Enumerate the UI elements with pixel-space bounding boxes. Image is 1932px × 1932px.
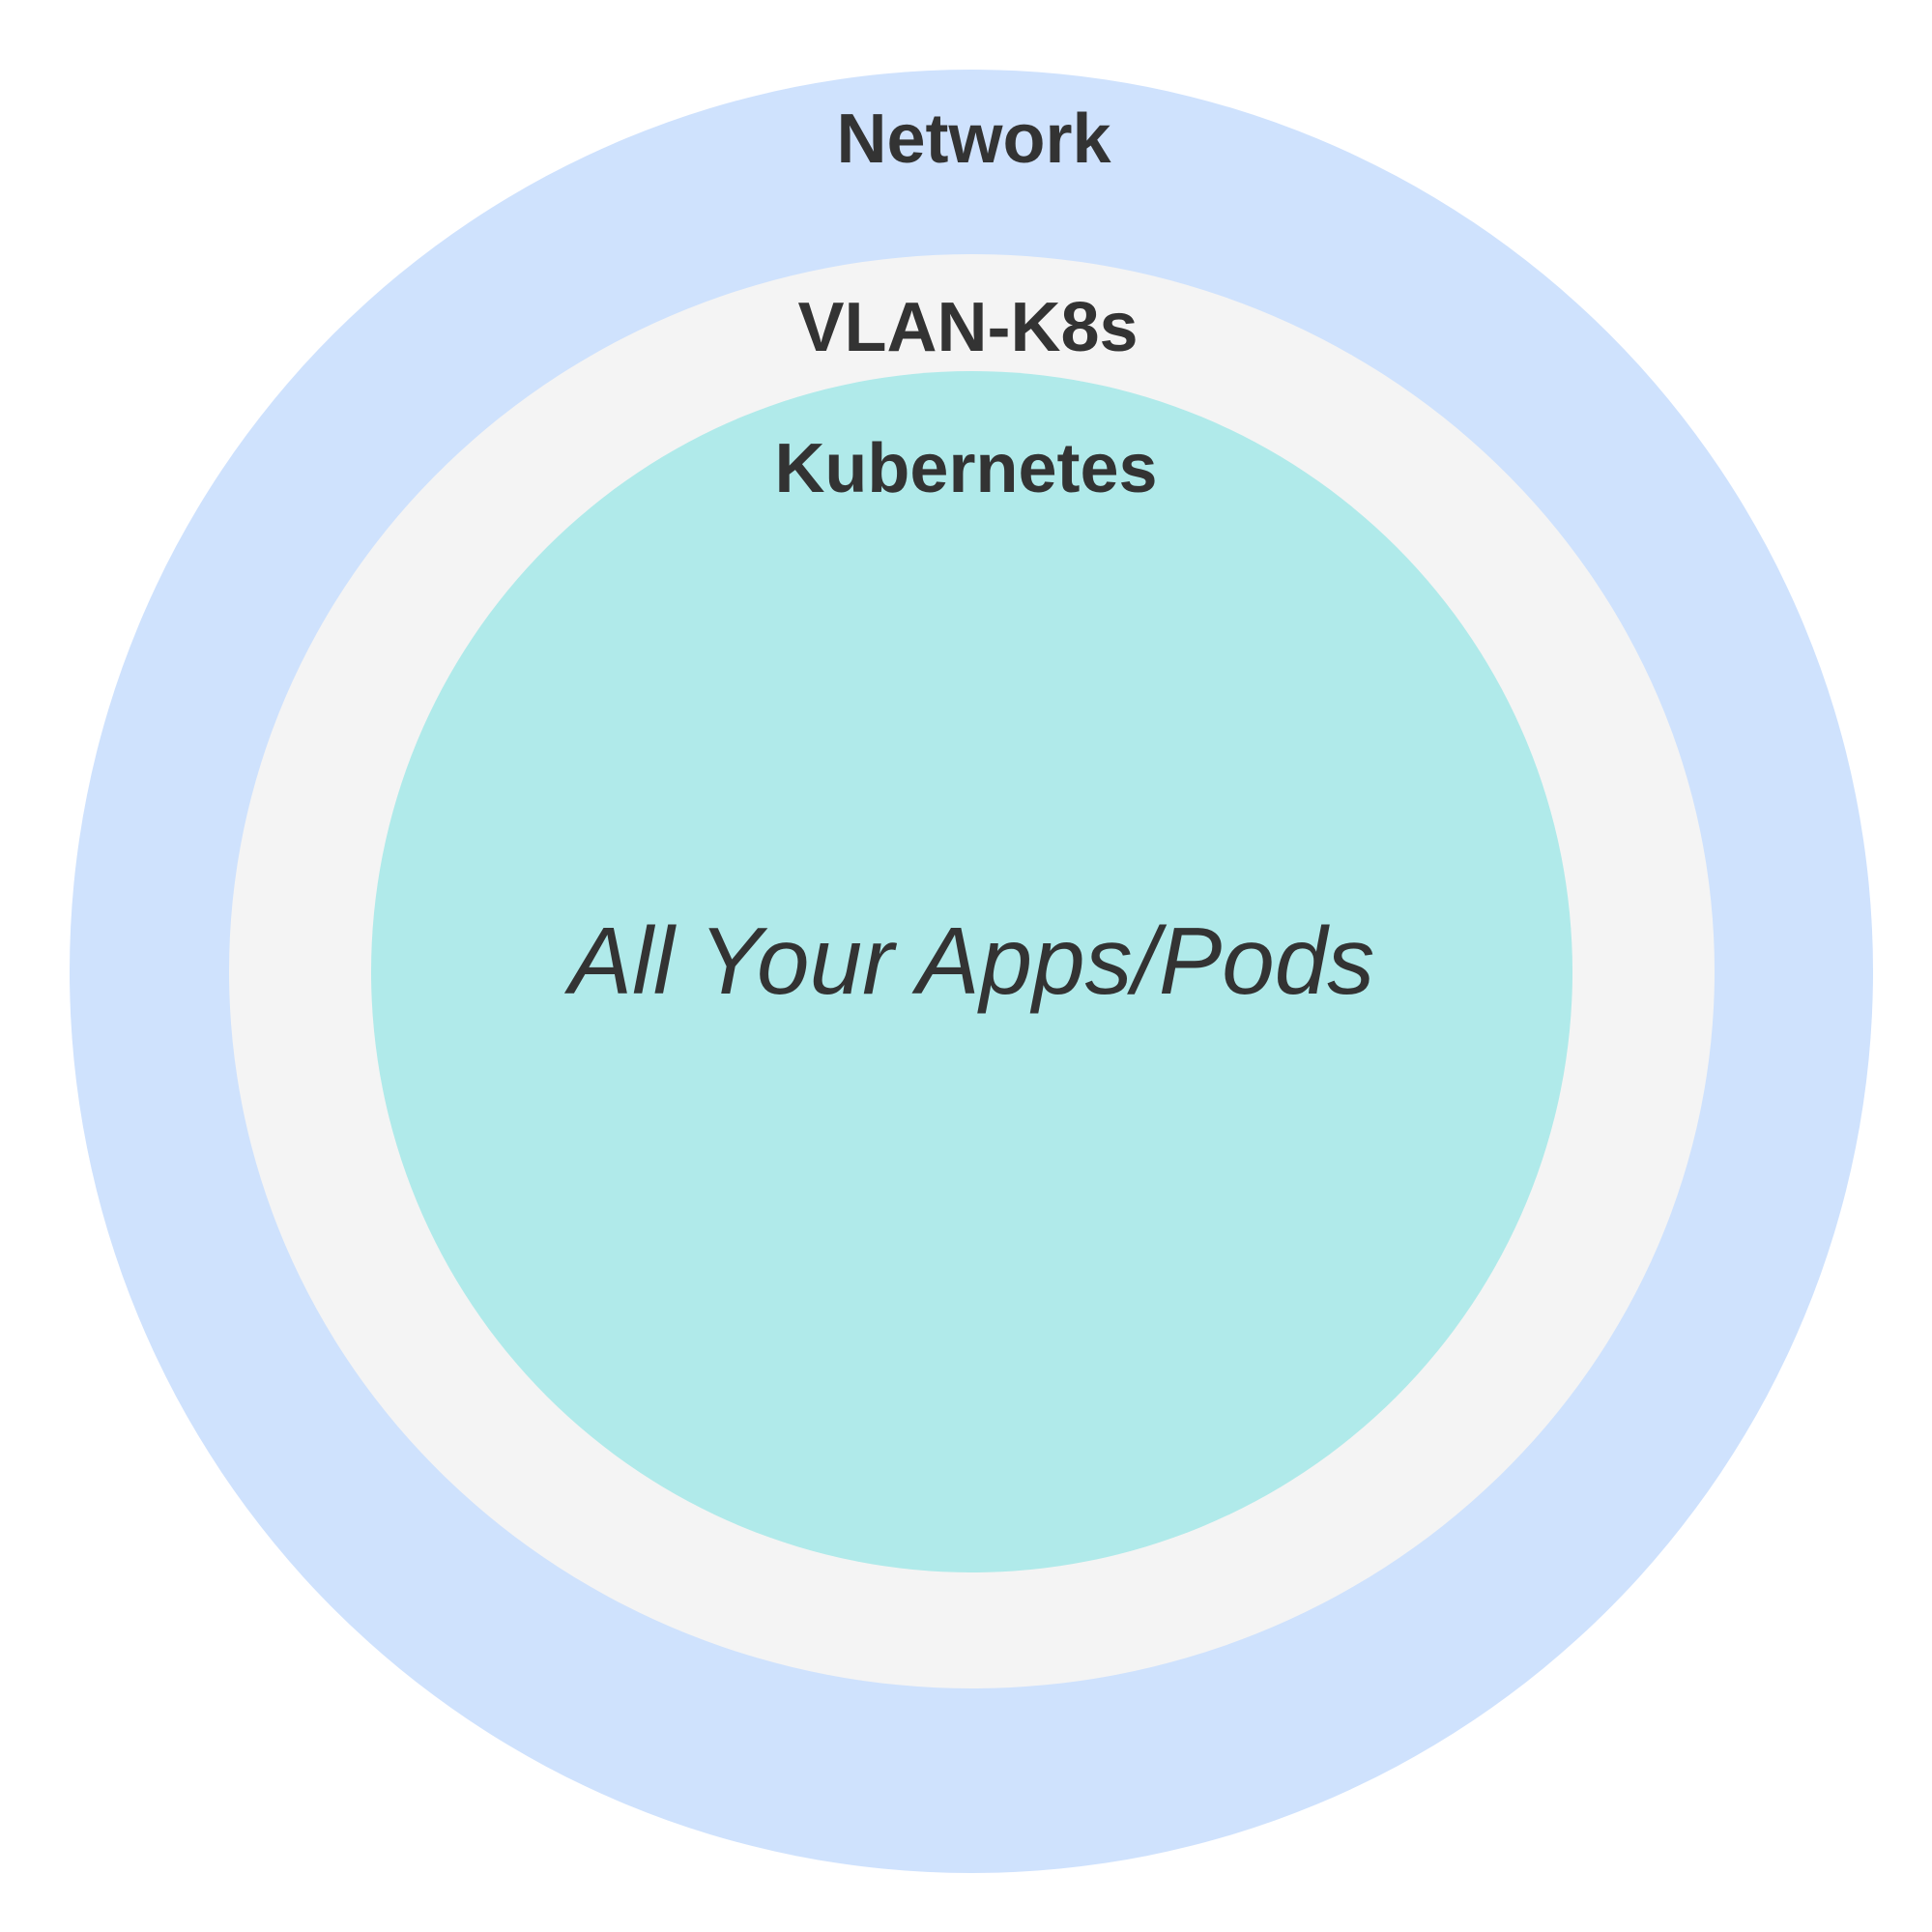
apps-pods-label: All Your Apps/Pods xyxy=(568,908,1375,1014)
kubernetes-layer-circle xyxy=(371,371,1572,1572)
kubernetes-label: Kubernetes xyxy=(774,430,1158,507)
vlan-label: VLAN-K8s xyxy=(797,289,1139,366)
network-label: Network xyxy=(836,101,1111,178)
